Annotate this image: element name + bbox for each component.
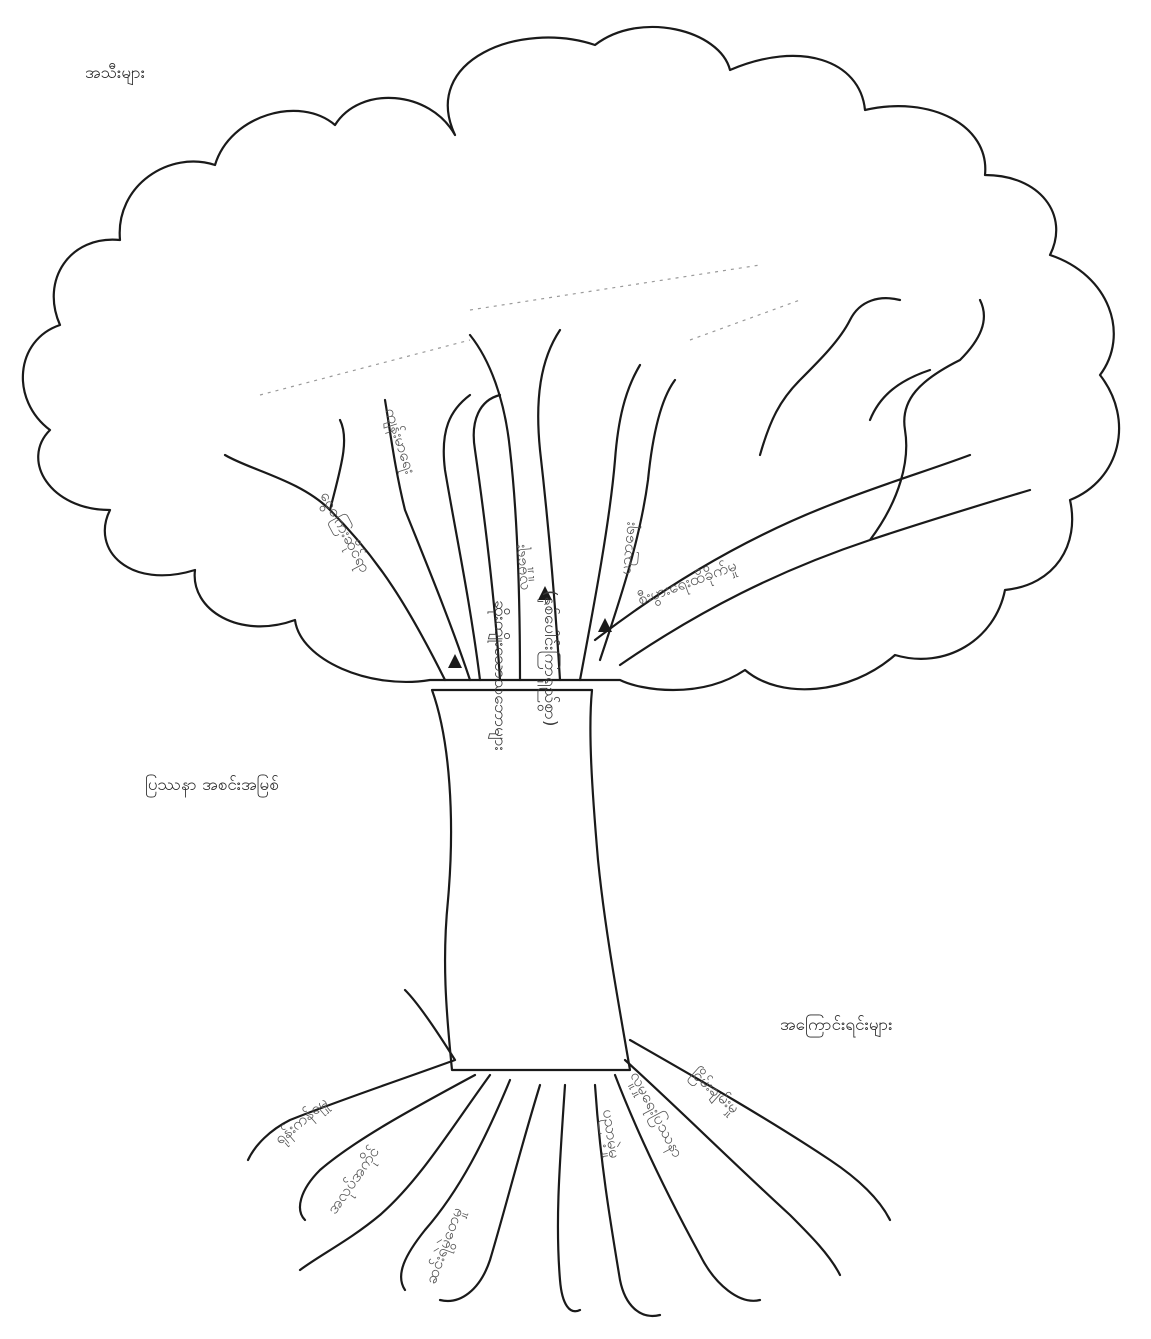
- root-label-3: ဆင်းရဲမွဲတေမှု: [421, 1205, 469, 1288]
- label-trunk: ပြဿနာ အစင်းအမြစ်: [145, 773, 279, 798]
- root-center-left: [440, 1085, 580, 1311]
- root-label-1: ရုန်းကန်ရမှု: [270, 1093, 333, 1151]
- root-label-6: ငြိမ်းချမ်းမှု: [685, 1064, 743, 1120]
- trunk-text-left: ဆိုးကျိုးသောသဘောများ: [487, 600, 510, 751]
- root-right: [625, 1040, 890, 1275]
- root-label-2: အလုပ်အကိုင်: [323, 1142, 386, 1219]
- root-left: [300, 1075, 510, 1290]
- label-roots: အကြောင်းရင်းများ: [780, 1013, 893, 1038]
- label-fruits: အသီးများ: [85, 63, 145, 86]
- root-label-5: လူမှုရေးပြဿနာ: [624, 1068, 688, 1162]
- root-far-left: [248, 990, 475, 1220]
- trunk-outline: [432, 690, 630, 1070]
- canopy-outline: [23, 27, 1119, 690]
- trunk-text-right: (နှစ်ပေါင်းကြာရှည်စွာ): [537, 590, 562, 726]
